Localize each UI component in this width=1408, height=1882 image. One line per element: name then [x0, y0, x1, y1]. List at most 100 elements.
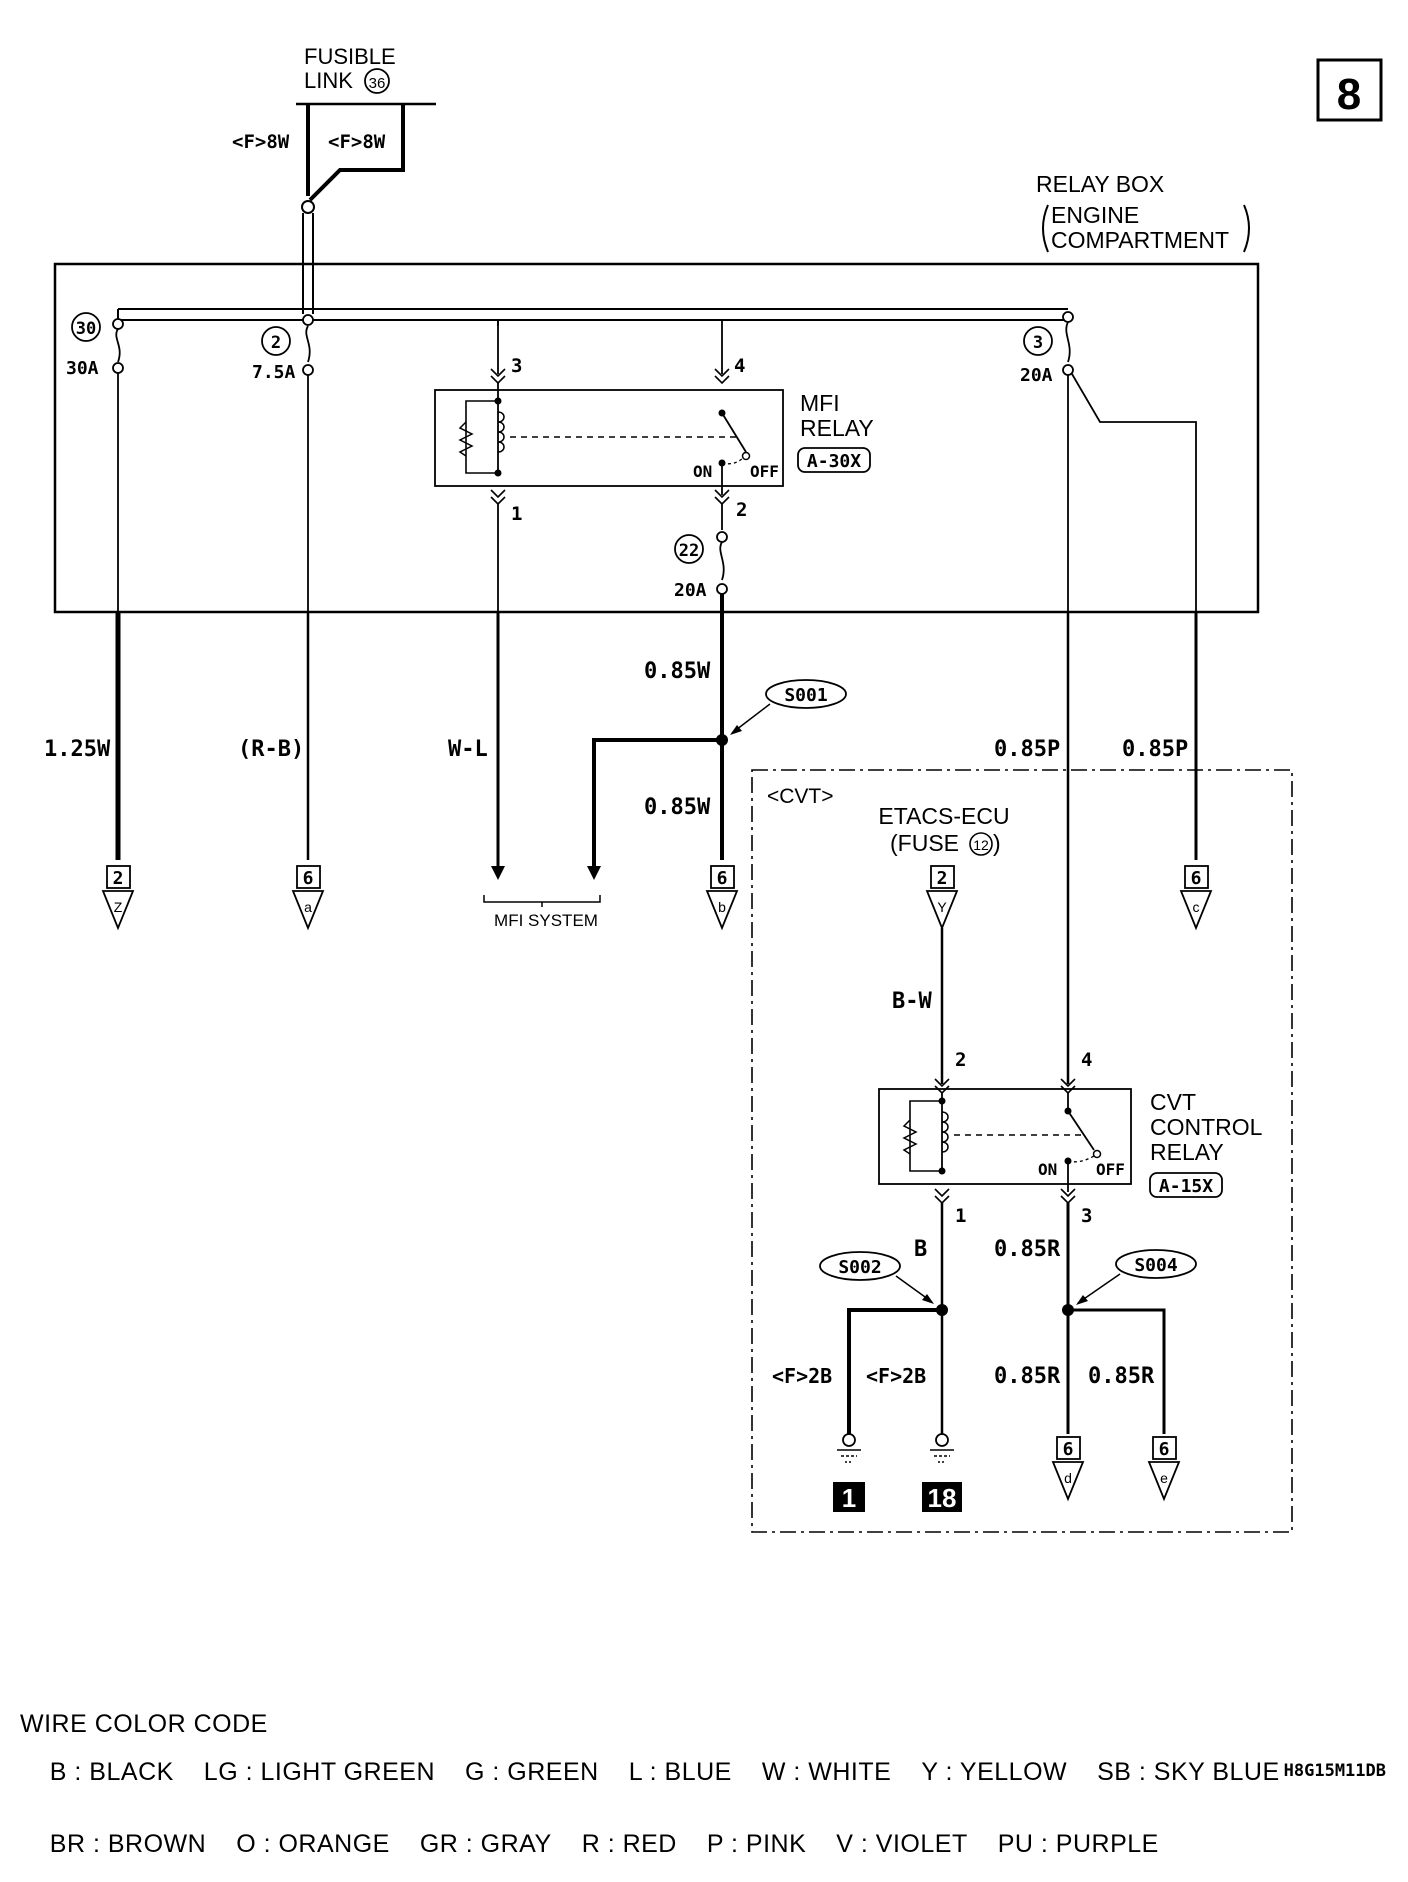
cvt-pin-1: 1 [955, 1205, 966, 1227]
connector-z-box: 2 [113, 868, 124, 889]
mfi-relay-connector: A-30X [807, 451, 861, 472]
relay-box-outline [53, 262, 1260, 614]
wire-0-85r-top: 0.85R [994, 1237, 1061, 1262]
legend-item: V : VIOLET [836, 1830, 968, 1858]
connector-e: 6 e [1147, 1436, 1181, 1502]
etacs-ecu: ETACS-ECU (FUSE 12 ) [878, 803, 1009, 856]
splice-s002-label: S002 [838, 1257, 881, 1278]
fuse-3: 3 20A [1020, 311, 1197, 612]
splice-s002: S002 [819, 1251, 934, 1304]
cvt-pin-4: 4 [1081, 1049, 1092, 1071]
connector-a-letter: a [304, 899, 312, 915]
cvt-relay-connector: A-15X [1159, 1176, 1213, 1197]
splice-s004-label: S004 [1134, 1255, 1178, 1276]
fuse-30: 30 30A [66, 312, 124, 612]
fuse-30-rating: 30A [66, 358, 99, 379]
splice-s001-label: S001 [784, 685, 827, 706]
wire-f2b-left: <F>2B [772, 1364, 832, 1388]
connector-e-letter: e [1160, 1470, 1168, 1486]
page-number: 8 [1337, 70, 1361, 119]
fuse-22-number: 22 [679, 541, 699, 561]
fuse-2: 2 7.5A [252, 314, 314, 612]
wire-0-85p-left: 0.85P [994, 737, 1060, 762]
cvt-label: <CVT> [767, 785, 834, 808]
fusible-link-line1: FUSIBLE [304, 44, 396, 69]
connector-c: 6 c [1179, 865, 1213, 931]
external-wires: 1.25W (R-B) W-L 0.85W 0.85W 0.85P 0.85P [44, 594, 1198, 1084]
wire-0-85r-left: 0.85R [994, 1364, 1061, 1389]
fuse-2-rating: 7.5A [252, 362, 296, 383]
legend-item: LG : LIGHT GREEN [203, 1758, 436, 1786]
wire-1-25w: 1.25W [44, 737, 111, 762]
ground-1-label: 1 [842, 1483, 856, 1513]
connector-e-box: 6 [1159, 1439, 1170, 1460]
legend-item: W : WHITE [761, 1758, 892, 1786]
splice-s001: S001 [730, 679, 847, 735]
legend-item: SB : SKY BLUE [1097, 1758, 1280, 1786]
connector-y-letter: Y [937, 899, 947, 915]
splice-s004: S004 [1076, 1249, 1197, 1305]
wire-color-legend: WIRE COLOR CODE B : BLACK LG : LIGHT GREE… [20, 1712, 1310, 1880]
legend-item: R : RED [581, 1830, 677, 1858]
ground-1: 1 [833, 1433, 865, 1513]
fuse-22-rating: 20A [674, 580, 707, 601]
diagram-code: H8G15M11DB [1283, 1761, 1386, 1781]
mfi-relay-line1: MFI [800, 390, 840, 416]
relay-box-label: RELAY BOX ENGINE COMPARTMENT [1036, 171, 1250, 253]
connector-b: 6 b [705, 865, 739, 931]
wire-w-l: W-L [448, 737, 488, 762]
connector-y-box: 2 [937, 868, 948, 889]
wire-0-85w-top: 0.85W [644, 659, 711, 684]
cvt-on: ON [1038, 1160, 1057, 1179]
wire-0-85r-right: 0.85R [1088, 1364, 1155, 1389]
ground-18-label: 18 [928, 1483, 957, 1513]
connector-c-letter: c [1193, 899, 1200, 915]
legend-item: Y : YELLOW [921, 1758, 1068, 1786]
connector-y: 2 Y [925, 865, 959, 931]
page-number-box: 8 [1316, 58, 1383, 122]
cvt-relay-line3: RELAY [1150, 1139, 1224, 1165]
connector-b-letter: b [718, 899, 726, 915]
cvt-relay-line1: CVT [1150, 1089, 1196, 1115]
cvt-lower-wires: B 0.85R <F>2B <F>2B 0.85R 0.85R [772, 1203, 1166, 1434]
fusible-link: FUSIBLE LINK 36 <F>8W <F>8W [232, 44, 436, 314]
legend-item: PU : PURPLE [997, 1830, 1159, 1858]
cvt-relay-line2: CONTROL [1150, 1114, 1263, 1140]
mfi-pin-4: 4 [734, 355, 745, 377]
etacs-line1: ETACS-ECU [878, 803, 1009, 829]
relay-box-line3: COMPARTMENT [1051, 227, 1229, 253]
wire-0-85w-bottom: 0.85W [644, 795, 711, 820]
legend-title: WIRE COLOR CODE [20, 1710, 268, 1738]
legend-item: B : BLACK [49, 1758, 174, 1786]
fuse-3-rating: 20A [1020, 365, 1053, 386]
mfi-system: MFI SYSTEM [483, 895, 601, 930]
cvt-relay: 2 4 ON OFF CVT CONTROL RELAY A-15X 1 3 [878, 1049, 1263, 1227]
wire-f2b-right: <F>2B [866, 1364, 926, 1388]
legend-item: BR : BROWN [49, 1830, 207, 1858]
wire-r-b: (R-B) [238, 737, 304, 762]
wire-b: B [914, 1237, 927, 1262]
connector-z: 2 Z [101, 865, 135, 931]
fuse-22: 22 20A [674, 531, 728, 601]
fuse-30-number: 30 [76, 319, 96, 339]
connector-a: 6 a [291, 865, 325, 931]
mfi-relay: 3 4 ON OFF MFI RELAY A-30X 1 2 [434, 320, 874, 612]
connector-d: 6 d [1051, 1436, 1085, 1502]
ground-18: 18 [922, 1433, 962, 1513]
etacs-fuse: 12 [973, 837, 989, 853]
mfi-on: ON [693, 462, 712, 481]
legend-item: O : ORANGE [236, 1830, 390, 1858]
connector-d-box: 6 [1063, 1439, 1074, 1460]
cvt-pin-3: 3 [1081, 1205, 1092, 1227]
connector-c-box: 6 [1191, 868, 1202, 889]
fuse-2-number: 2 [271, 333, 281, 353]
fusible-link-number: 36 [369, 75, 386, 92]
legend-item: L : BLUE [628, 1758, 732, 1786]
fusible-wire-left: <F>8W [232, 131, 290, 153]
cvt-region [751, 769, 1293, 1533]
etacs-line2: (FUSE [890, 830, 959, 856]
legend-item: GR : GRAY [419, 1830, 552, 1858]
cvt-pin-2: 2 [955, 1049, 966, 1071]
